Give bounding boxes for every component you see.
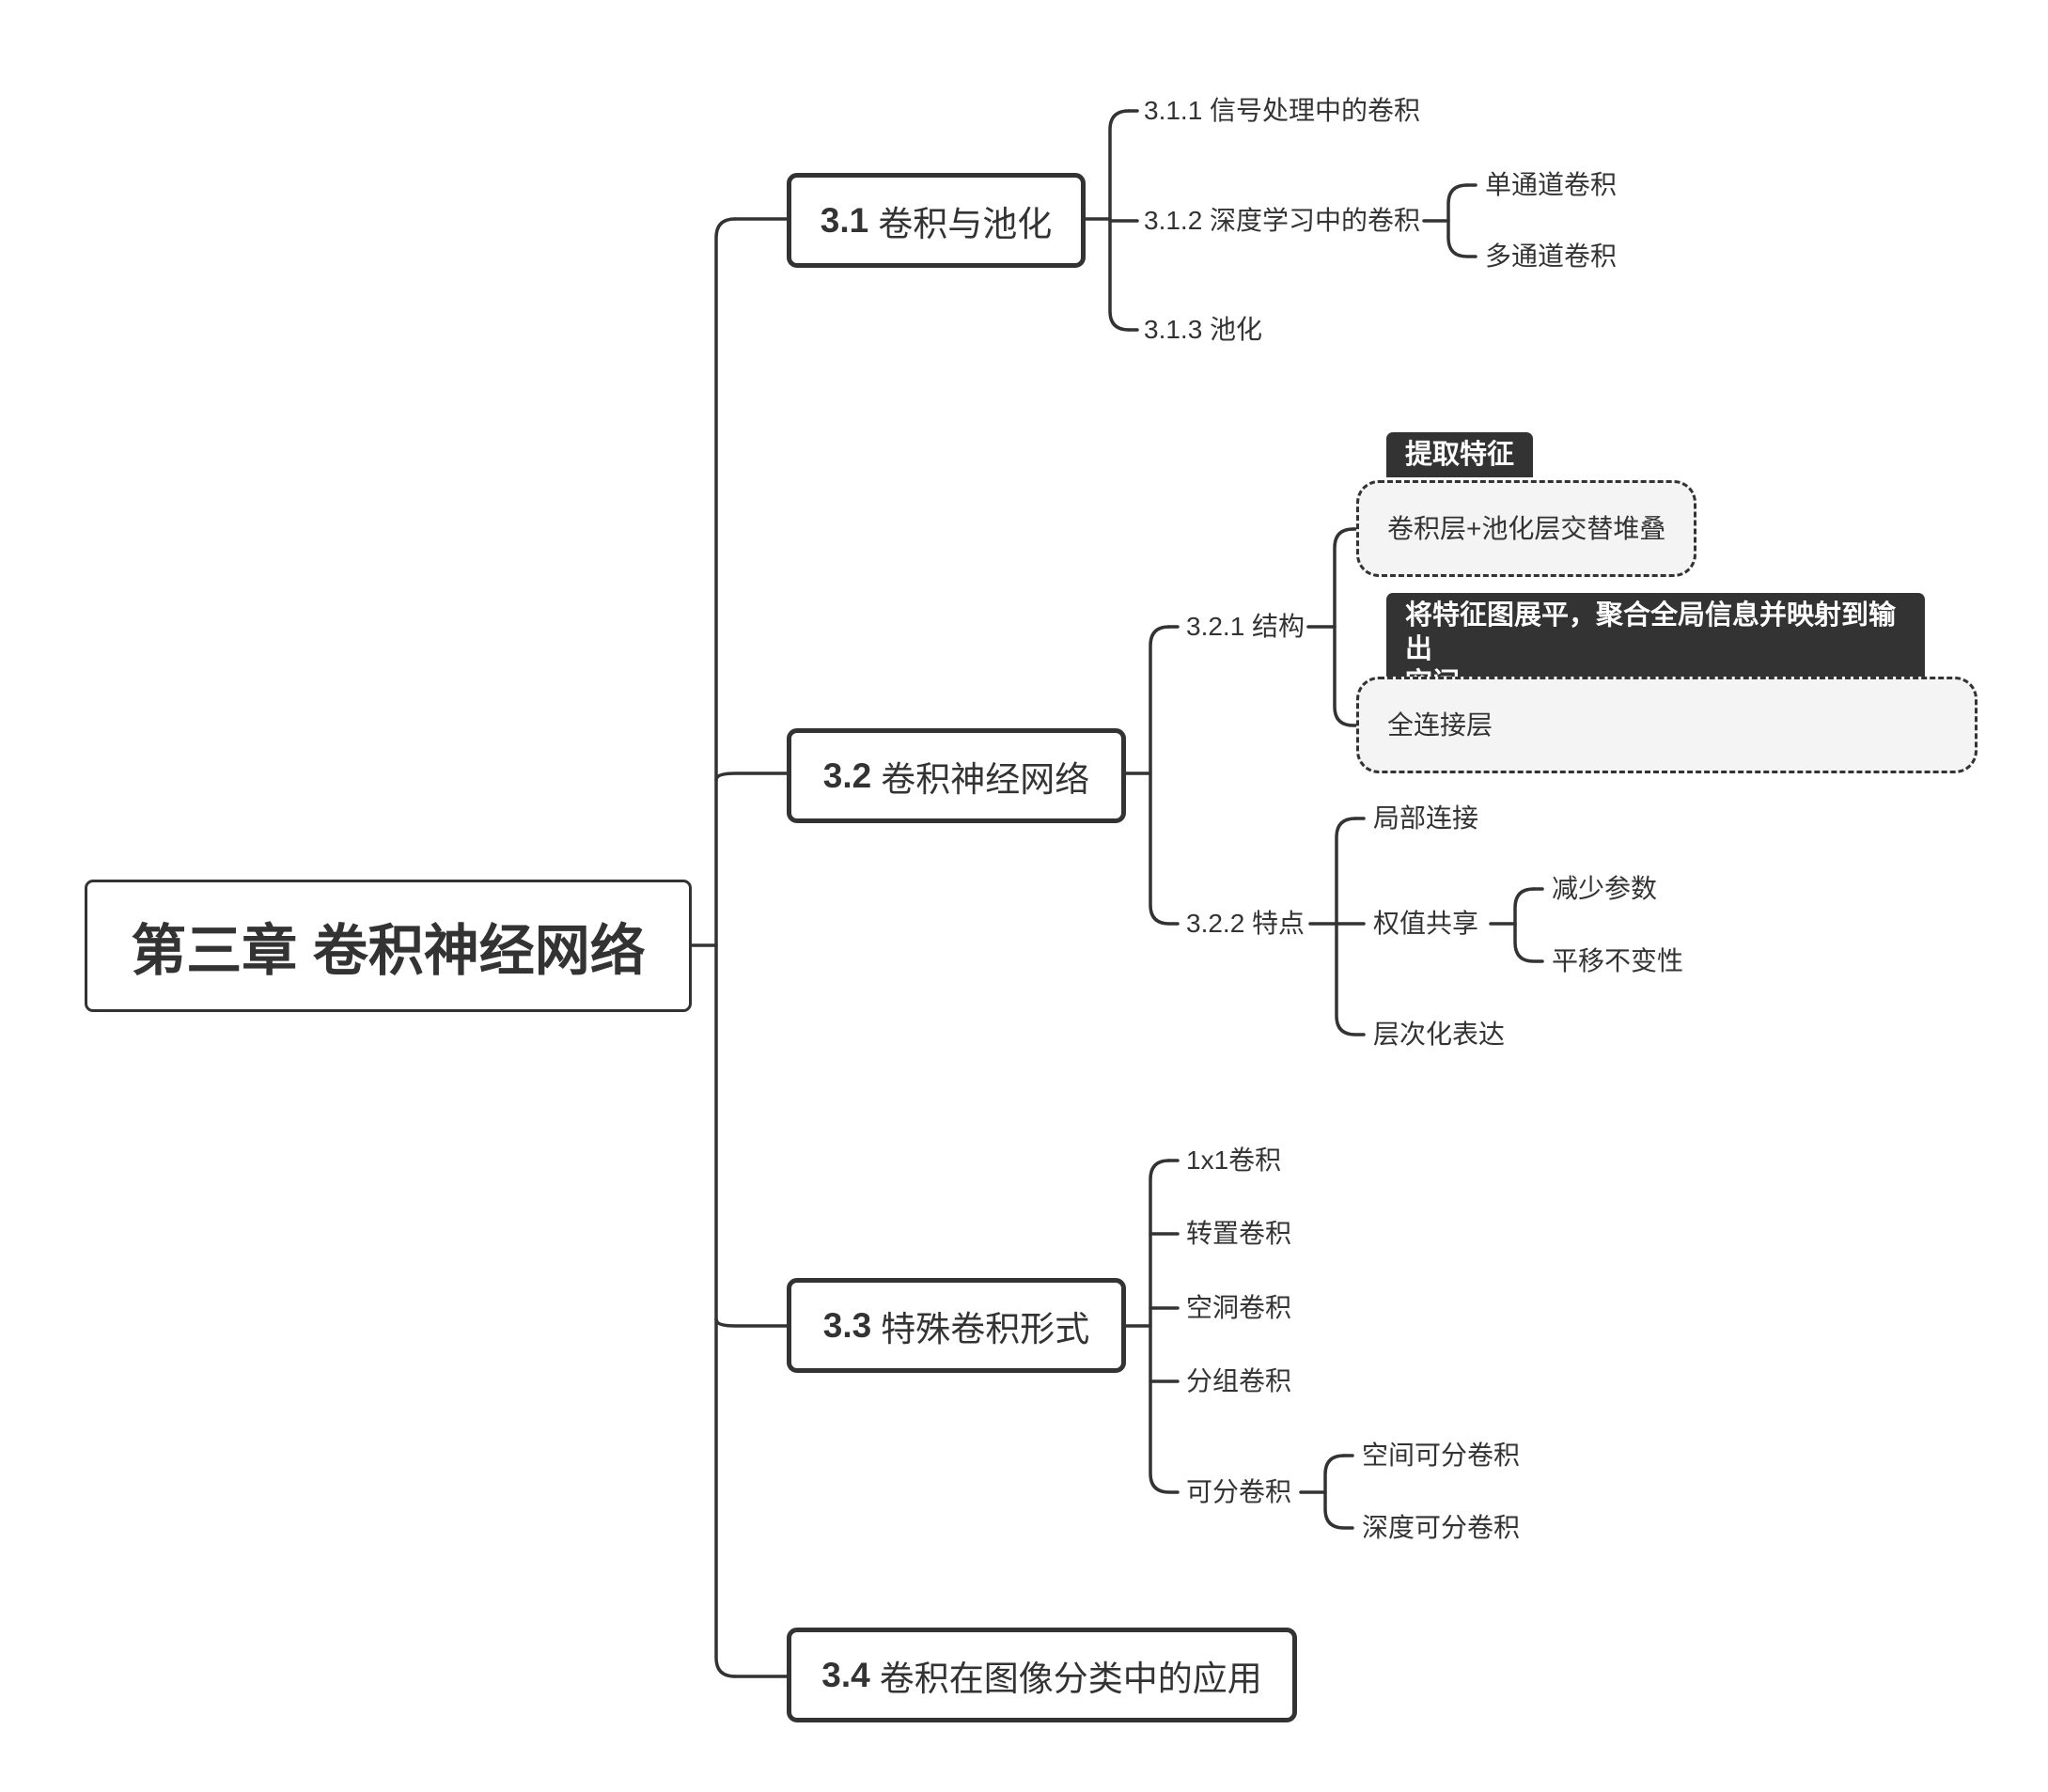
topic-1x1-conv[interactable]: 1x1卷积	[1186, 1145, 1282, 1175]
topic-local-connectivity[interactable]: 局部连接	[1373, 803, 1479, 833]
topic-3-1-1[interactable]: 3.1.1 信号处理中的卷积	[1144, 96, 1421, 125]
topic-3-2-2[interactable]: 3.2.2 特点	[1186, 909, 1305, 938]
section-3-3[interactable]: 3.3 特殊卷积形式	[787, 1278, 1126, 1373]
topic-weight-sharing[interactable]: 权值共享	[1373, 909, 1479, 938]
section-title: 特殊卷积形式	[881, 1309, 1090, 1348]
topic-separable-conv[interactable]: 可分卷积	[1186, 1477, 1292, 1506]
topic-3-1-3[interactable]: 3.1.3 池化	[1144, 315, 1263, 344]
topic-3-1-2[interactable]: 3.1.2 深度学习中的卷积	[1144, 206, 1421, 235]
topic-fully-connected-layer: 全连接层	[1387, 710, 1493, 740]
section-number: 3.3	[822, 1305, 872, 1345]
root-title: 第三章 卷积神经网络	[131, 920, 646, 982]
topic-reduce-parameters[interactable]: 减少参数	[1552, 874, 1658, 903]
topic-3-2-1[interactable]: 3.2.1 结构	[1186, 612, 1305, 641]
root-topic[interactable]: 第三章 卷积神经网络	[85, 880, 692, 1012]
topic-dilated-conv[interactable]: 空洞卷积	[1186, 1293, 1292, 1322]
topic-transposed-conv[interactable]: 转置卷积	[1186, 1219, 1292, 1248]
section-3-2[interactable]: 3.2 卷积神经网络	[787, 728, 1126, 823]
callout-label-extract-features: 提取特征	[1386, 432, 1534, 477]
section-title: 卷积在图像分类中的应用	[879, 1659, 1262, 1698]
section-title: 卷积神经网络	[881, 759, 1090, 799]
section-3-1[interactable]: 3.1 卷积与池化	[787, 173, 1086, 268]
topic-conv-pool-stack: 卷积层+池化层交替堆叠	[1387, 514, 1666, 543]
topic-translation-invariance[interactable]: 平移不变性	[1552, 946, 1684, 975]
topic-group-conv[interactable]: 分组卷积	[1186, 1366, 1292, 1395]
topic-multi-channel-conv[interactable]: 多通道卷积	[1485, 242, 1618, 271]
section-3-4[interactable]: 3.4 卷积在图像分类中的应用	[787, 1628, 1297, 1722]
callout-box-conv-pool-stack[interactable]	[1356, 480, 1696, 577]
topic-depthwise-separable-conv[interactable]: 深度可分卷积	[1362, 1513, 1521, 1542]
topic-hierarchical-representation[interactable]: 层次化表达	[1373, 1020, 1506, 1049]
callout-box-fully-connected[interactable]	[1356, 677, 1978, 773]
section-number: 3.4	[821, 1655, 870, 1694]
section-number: 3.2	[822, 756, 872, 795]
section-title: 卷积与池化	[878, 204, 1053, 243]
section-number: 3.1	[820, 200, 869, 240]
topic-single-channel-conv[interactable]: 单通道卷积	[1485, 170, 1618, 199]
topic-spatial-separable-conv[interactable]: 空间可分卷积	[1362, 1441, 1521, 1470]
